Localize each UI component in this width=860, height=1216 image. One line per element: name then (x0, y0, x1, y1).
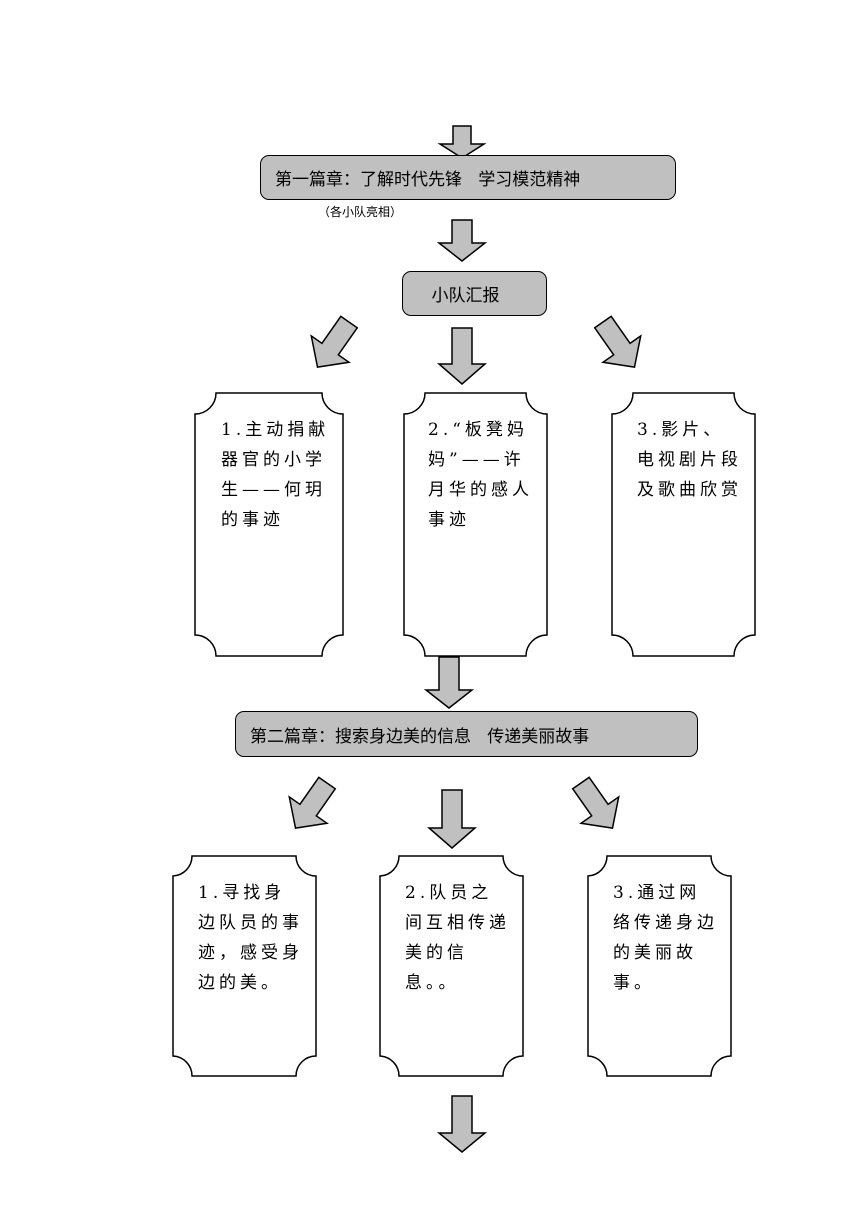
diag-arrow-left-1 (310, 315, 359, 368)
down-arrow-to-chapter2 (423, 656, 475, 709)
card-1-3 (611, 392, 756, 657)
chapter1-title: 第一篇章：了解时代先锋 学习模范精神 (275, 170, 581, 190)
card-2-2-text: 2.队员之间互相传递美的信息。。 (405, 883, 510, 993)
card-1-1 (194, 392, 344, 657)
card-1-1-text: 1.主动捐献器官的小学生——何玥的事迹 (221, 420, 330, 530)
chapter2-box: 第二篇章：搜索身边美的信息 传递美丽故事 (235, 711, 698, 757)
card-1-2-text: 2.“板凳妈妈”——许月华的感人事迹 (428, 420, 533, 530)
down-arrow-bottom (436, 1095, 488, 1153)
chapter1-subtitle: （各小队亮相） (318, 205, 403, 219)
card-1-3-text: 3.影片、电视剧片段及歌曲欣赏 (637, 420, 742, 500)
report-label: 小队汇报 (431, 286, 500, 306)
card-2-3 (587, 855, 732, 1077)
diag-arrow-left-2 (288, 776, 337, 829)
chapter2-title: 第二篇章：搜索身边美的信息 传递美丽故事 (250, 726, 590, 747)
card-2-1-text: 1.寻找身边队员的事迹，感受身边的美。 (198, 883, 303, 993)
down-arrow-center-2 (426, 789, 478, 849)
chapter1-box: 第一篇章：了解时代先锋 学习模范精神 (260, 155, 676, 200)
report-box: 小队汇报 (402, 271, 547, 316)
card-2-1 (172, 855, 317, 1077)
diag-arrow-right-2 (571, 776, 620, 829)
down-arrow-to-report (436, 219, 488, 262)
down-arrow-top (437, 125, 487, 159)
card-2-2 (379, 855, 524, 1077)
card-2-3-text: 3.通过网络传递身边的美丽故事。 (613, 883, 718, 993)
diag-arrow-right-1 (593, 315, 642, 368)
card-1-2 (403, 392, 548, 657)
down-arrow-center-1 (436, 327, 488, 385)
